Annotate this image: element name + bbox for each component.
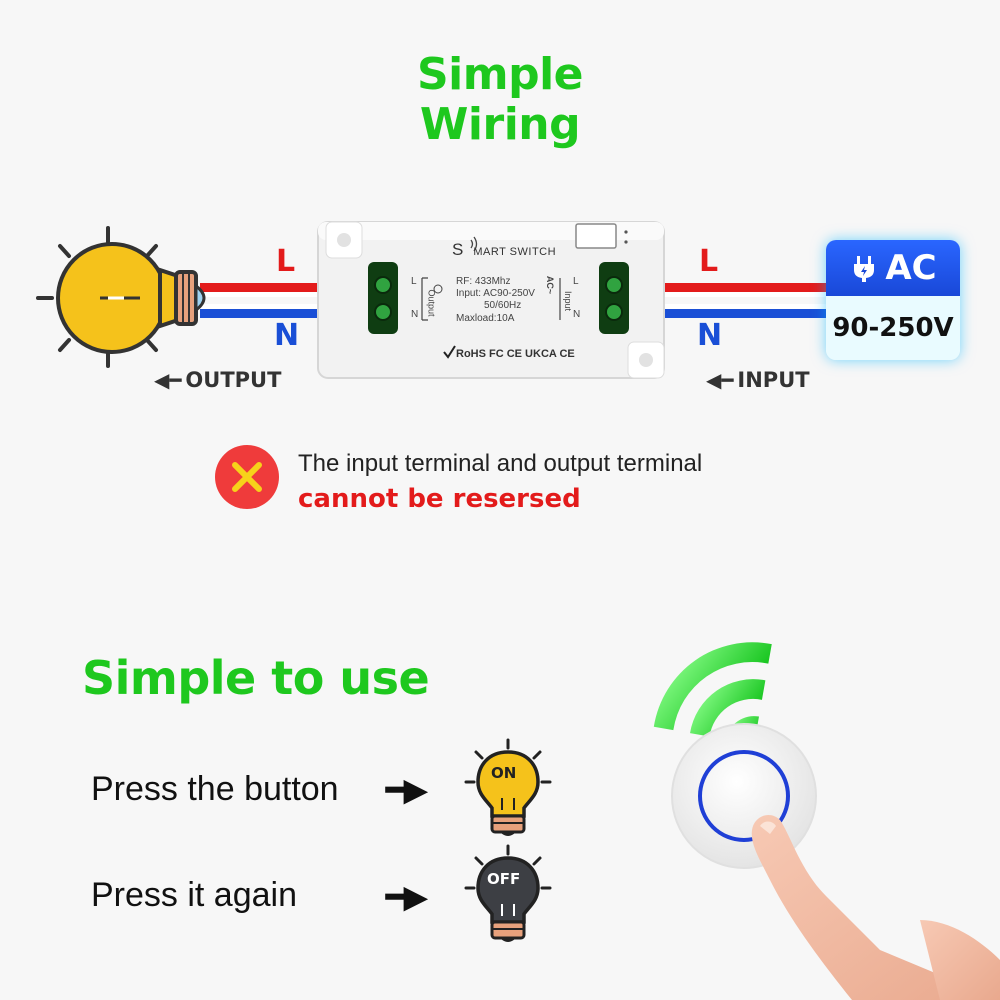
- smart-switch-device: [317, 221, 665, 379]
- device-brand: S MART SWITCH: [452, 240, 556, 260]
- device-input-L: L: [573, 276, 579, 287]
- device-input-N: N: [573, 309, 581, 320]
- output-L-label: L: [276, 244, 296, 279]
- output-wires: [200, 283, 360, 318]
- right-arrow-icon: ━▶: [386, 881, 428, 914]
- wireless-switch-button: [671, 723, 817, 869]
- input-label: INPUT: [737, 368, 810, 392]
- input-live-wire: [640, 283, 830, 292]
- input-neutral-wire: [640, 309, 830, 318]
- device-rf: RF: 433Mhz: [456, 276, 511, 287]
- device-certifications: RoHS FC CE UKCA CE: [456, 348, 575, 360]
- device-maxload: Maxload:10A: [456, 313, 515, 324]
- off-label: OFF: [487, 870, 521, 888]
- output-neutral-wire: [200, 309, 360, 318]
- device-output-N: N: [411, 309, 419, 320]
- ac-label: AC: [885, 248, 937, 288]
- plug-icon: [854, 256, 875, 282]
- hand-finger: [751, 815, 1000, 1000]
- input-L-label: L: [699, 244, 719, 279]
- light-bulb-icon: [36, 226, 206, 368]
- output-direction: ◀━ OUTPUT: [154, 368, 281, 392]
- step2-text: Press it again: [91, 876, 297, 914]
- left-arrow-icon: ◀━: [706, 368, 734, 392]
- left-arrow-icon: ◀━: [154, 368, 182, 392]
- output-live-wire: [200, 283, 360, 292]
- input-wires: [640, 283, 830, 318]
- device-ac-side-label: AC~: [545, 275, 556, 295]
- bulb-on-icon: [464, 738, 552, 836]
- input-N-label: N: [697, 318, 723, 353]
- ac-card-header: AC: [826, 240, 960, 296]
- wiring-diagram: [36, 221, 830, 379]
- device-freq: 50/60Hz: [484, 300, 522, 311]
- device-input-side-label: Input: [563, 290, 574, 312]
- on-label: ON: [491, 764, 517, 782]
- device-output-side-label: Output: [426, 289, 437, 317]
- device-brand-initial: S: [452, 240, 464, 259]
- warning-line2: cannot be resersed: [298, 484, 581, 514]
- error-x-icon: [215, 445, 279, 509]
- output-label: OUTPUT: [185, 368, 282, 392]
- wireless-button-illustration: [653, 642, 1000, 1000]
- wiring-title-line1: Simple: [416, 49, 584, 100]
- input-direction: ◀━ INPUT: [706, 368, 810, 392]
- wiring-title-line2: Wiring: [419, 99, 581, 150]
- device-output-L: L: [411, 276, 417, 287]
- warning-line1: The input terminal and output terminal: [298, 450, 703, 477]
- usage-title: Simple to use: [82, 651, 430, 705]
- device-input: Input: AC90-250V: [456, 288, 535, 299]
- bulb-off-icon: [464, 844, 552, 942]
- ac-power-card: AC 90-250V: [826, 240, 960, 360]
- output-N-label: N: [274, 318, 300, 353]
- device-brand-rest: MART SWITCH: [473, 246, 557, 258]
- wiring-title: Simple Wiring: [330, 50, 670, 150]
- step1-text: Press the button: [91, 770, 339, 808]
- right-arrow-icon: ━▶: [386, 774, 428, 807]
- voltage-range: 90-250V: [826, 296, 960, 360]
